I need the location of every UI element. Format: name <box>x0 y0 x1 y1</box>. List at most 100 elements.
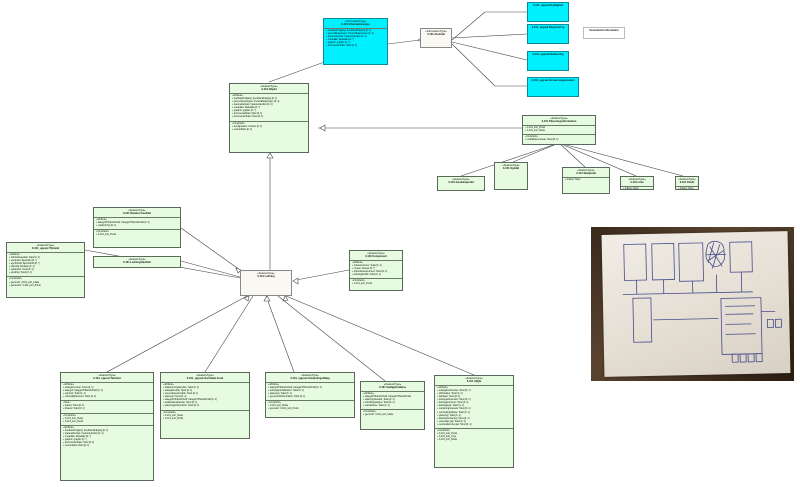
attribute-row: featureIdentitet: FeatureIdentitet [0..1… <box>232 104 306 107</box>
class-box-placering[interactable]: «FeatureType»3-101 Placeringsinformation… <box>522 115 596 145</box>
section-divider <box>61 400 153 402</box>
stereotype-label: «FeatureType» <box>257 272 275 275</box>
stereotype-label: «FeatureType» <box>128 209 146 212</box>
attribute-row: kvalitetsbeskrivelse: Tekst [0..1] <box>163 402 247 405</box>
section-divider <box>230 120 308 122</box>
section-divider <box>523 124 595 126</box>
stereotype-label: «FeatureType» <box>550 117 568 120</box>
class-header: 3-101_uppsat Ansvarsorganisation <box>528 78 578 82</box>
class-header: «FeatureType»3-101 Relation Facilitet <box>94 208 180 216</box>
class-box-sloejfe[interactable]: «FeatureType»3-101 Sløjfe«Attribute»anlæ… <box>434 375 514 468</box>
stereotype-label: «FeatureType» <box>36 244 55 247</box>
class-box-sub2[interactable]: «FeatureType»3-101 Opmålt <box>494 162 528 190</box>
sketch-paper <box>601 231 791 377</box>
section-title: «Attribute» <box>9 253 21 256</box>
section-divider <box>361 409 424 411</box>
class-box-ledning[interactable]: «FeatureType»3-101 Ledning <box>240 270 292 296</box>
class-name: 3-101 Sløjfe <box>466 380 482 384</box>
class-name: 3-101 Relation Facilitet <box>122 212 152 216</box>
section-title: «Attribute» <box>163 383 175 386</box>
attribute-row: tværsnit: Tekst [0..1] <box>63 393 151 396</box>
section-divider <box>435 384 513 386</box>
stereotype-label: «FeatureType» <box>577 169 595 172</box>
class-header: «FeatureType»3-101 Skelpunkt <box>563 168 609 176</box>
section-divider <box>94 216 180 218</box>
class-name: 3-101 Skelpunkt <box>576 172 596 176</box>
attribute-row: metadata: Metadata [0..*] <box>63 436 151 439</box>
attribute-row: anlægsbeskrivelse: Tekst [0..1] <box>437 390 511 393</box>
class-box-vedligeholdelse[interactable]: «FeatureType»3-101 Vedligeholdelse«Attri… <box>360 381 425 430</box>
class-box-cyan-c[interactable]: 3-101_uppsat Realisering <box>527 51 569 71</box>
class-box-abstrakt-info[interactable]: «InformationType»3-101 Abstrakt <box>420 28 452 48</box>
class-name: 3-101 Komponent <box>365 255 387 259</box>
class-box-relation-facility[interactable]: «FeatureType»3-101 Relation Facilitet «At… <box>93 207 181 248</box>
attribute-row: kategoriTilhørsforhold: KategoriTilhørsf… <box>163 399 247 402</box>
attribute-row: tilstandsvurdering: Tekst [0..1] <box>437 418 511 421</box>
section-divider <box>94 229 180 231</box>
class-name: 3-101 Ledningsfacilitet <box>123 261 151 265</box>
section-divider <box>324 27 387 29</box>
attribute-section: feedbackIndgang: FeedbackIndgang [0..1]p… <box>324 30 387 49</box>
attribute-row: kategoriTilhørsforhold: KategoriTilhørsf… <box>96 222 178 225</box>
section-title: «Attribute» <box>268 383 280 386</box>
attribute-row: anlægsbredde: Tekst [0..1] <box>163 390 247 393</box>
attribute-row: konfiguration: Kontext [0..1] <box>232 126 306 129</box>
class-box-sub4[interactable]: «FeatureType»3-101 LinieIndeks: Tekst <box>620 176 654 190</box>
class-box-sub1[interactable]: «FeatureType»3-101 Geodæsipunkt <box>437 176 485 191</box>
class-box-tekniskt[interactable]: «FeatureType»3-101_uppsat Tekniskt«Attri… <box>60 372 154 481</box>
attribute-row: 3-101_kort_Flade <box>268 405 352 408</box>
attribute-row: feedbackIndgang: FeedbackIndgang [0..1] <box>326 30 385 33</box>
class-box-ledningsfacilitet[interactable]: «FeatureType»3-101 Ledningsfacilitet <box>93 256 181 268</box>
class-header: «InformationType»3-101 Abstrakt <box>421 29 451 37</box>
stereotype-label: «FeatureType» <box>628 178 646 181</box>
attribute-row: niveau: Niveau [0..*] <box>352 268 400 271</box>
class-name: 3-101_uppsat Tilstand <box>31 247 60 251</box>
attribute-row: 3-101_kort_Punkt <box>352 283 400 286</box>
stereotype-label: «FeatureType» <box>260 85 278 88</box>
class-box-sub3[interactable]: «FeatureType»3-101 SkelpunktIndeks: Teks… <box>562 167 610 194</box>
class-box-sub5[interactable]: «FeatureType»3-101 PunktIndeks: Tekst <box>675 176 699 190</box>
class-box-indsamlingstillaeg[interactable]: «FeatureType»3-101_uppsat Indsamlingstil… <box>265 372 355 418</box>
attribute-row: ledningsIdentifikation: Tekst [0..1] <box>268 390 352 393</box>
attribute-section: «Attribute»forbindelsesdato: Dato [0..1]… <box>7 254 84 276</box>
section-divider <box>266 381 354 383</box>
class-box-cyan-b[interactable]: 3-101_uppsat Registrering <box>527 24 569 44</box>
attribute-row: kommentarTekst: Tekst [0..1] <box>63 442 151 445</box>
attribute-section: Indeks: Tekst <box>676 188 698 189</box>
section-title: «Attribute» <box>437 386 449 389</box>
class-box-overflade-areal[interactable]: «FeatureType»3-101_uppsat Overflade Area… <box>160 372 250 439</box>
class-box-informationstype[interactable]: «InformationType»3-101 Informationstypef… <box>323 18 388 65</box>
section-title: «Constraint» <box>232 122 246 125</box>
class-header: «FeatureType»3-101 Objekt <box>230 84 308 92</box>
attribute-row: geometri2: 3-101_kort_Punkt <box>9 285 82 288</box>
section-title: «Attribute» <box>352 261 364 264</box>
class-box-objekt[interactable]: «FeatureType»3-101 Objekt«Attribute»feed… <box>229 83 309 153</box>
class-box-standalone[interactable]: Geometrisk information <box>583 27 625 39</box>
class-name: 3-101 Punkt <box>679 181 695 185</box>
stereotype-label: «FeatureType» <box>196 374 214 377</box>
class-name: Geometrisk information <box>589 29 619 32</box>
attribute-row: feedbackIndgang: FeedbackIndgang [0..1] <box>63 430 151 433</box>
section-title: «Constraint» <box>525 136 539 138</box>
section-divider <box>350 278 402 280</box>
stereotype-label: «FeatureType» <box>678 178 696 181</box>
sketch-photo <box>591 227 794 381</box>
attribute-row: Indeks: Tekst <box>678 188 696 189</box>
section-title: «Constraint» <box>9 278 23 281</box>
class-name: 3-101_uppsat Realisering <box>532 53 564 56</box>
attribute-row: ejerandel: Ejerandel [0..*] <box>9 260 82 263</box>
stereotype-label: «FeatureType» <box>301 374 319 377</box>
section-title: «Attribute» <box>96 218 108 221</box>
class-box-cyan-a[interactable]: 3-101_uppsat Gyldighed <box>527 2 569 22</box>
attribute-row: 3-101_kort_Flade <box>525 130 593 133</box>
attribute-row: udvendigt_lag: Tekst [0..1] <box>437 421 511 424</box>
class-box-komponent[interactable]: «FeatureType»3-101 Komponent«Attribute»I… <box>349 250 403 291</box>
attribute-section: «Constraint»3-101_kort_Flade3-101_kort_P… <box>61 415 153 424</box>
attribute-section: «Attribute»anlægsbeskrivelse: Tekst [0..… <box>435 387 513 427</box>
class-box-cyan-d[interactable]: 3-101_uppsat Ansvarsorganisation <box>527 77 579 97</box>
attribute-row: ledningsnummer: Tekst [0..1] <box>437 402 511 405</box>
class-box-tilstand[interactable]: «FeatureType»3-101_uppsat Tilstand «Attri… <box>6 242 85 298</box>
section-divider <box>563 176 609 178</box>
section-title: «Attribute» <box>363 392 375 395</box>
attribute-row: kommentarTekst: Tekst [0..1] <box>326 45 385 48</box>
